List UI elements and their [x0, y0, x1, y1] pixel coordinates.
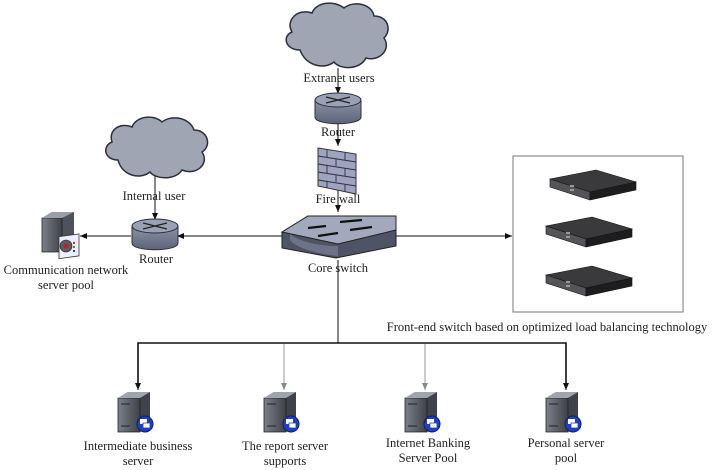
top-router-label: Router — [320, 125, 356, 139]
window-badge-icon — [564, 415, 582, 433]
core-switch-label: Core switch — [307, 261, 369, 275]
extranet-users-label: Extranet users — [303, 71, 375, 85]
intermediate-label: Intermediate business server — [83, 439, 193, 468]
report-server-icon — [263, 392, 300, 433]
window-badge-icon — [423, 415, 441, 433]
window-badge-icon — [282, 415, 300, 433]
comm-server-icon — [41, 212, 80, 260]
front-end-group-box — [512, 155, 684, 313]
rack-server-icon — [544, 265, 634, 297]
internal-cloud-icon — [105, 116, 209, 179]
internal-user-label: Internal user — [122, 189, 186, 203]
left-router-label: Router — [138, 252, 174, 266]
comm-pool-label: Communication network server pool — [3, 263, 129, 292]
intermediate-server-icon — [117, 392, 154, 433]
rack-server-icon — [544, 216, 634, 248]
banking-label: Internet Banking Server Pool — [385, 436, 471, 465]
report-label: The report server supports — [241, 439, 329, 468]
firewall-label: Fire wall — [315, 192, 361, 206]
bottom-servers — [117, 392, 582, 433]
banking-server-icon — [404, 392, 441, 433]
core-switch-icon — [280, 215, 397, 259]
top-router-icon — [314, 92, 362, 125]
personal-label: Personal server pool — [527, 436, 605, 465]
extranet-cloud-icon — [285, 2, 389, 69]
edge-bus — [137, 342, 567, 388]
personal-server-icon — [545, 392, 582, 433]
left-router-icon — [131, 218, 179, 251]
window-badge-icon — [136, 415, 154, 433]
edges — [80, 68, 569, 390]
front-end-label: Front-end switch based on optimized load… — [386, 320, 708, 334]
rack-server-icon — [548, 169, 638, 201]
firewall-icon — [317, 147, 357, 195]
rack-servers — [544, 169, 638, 297]
